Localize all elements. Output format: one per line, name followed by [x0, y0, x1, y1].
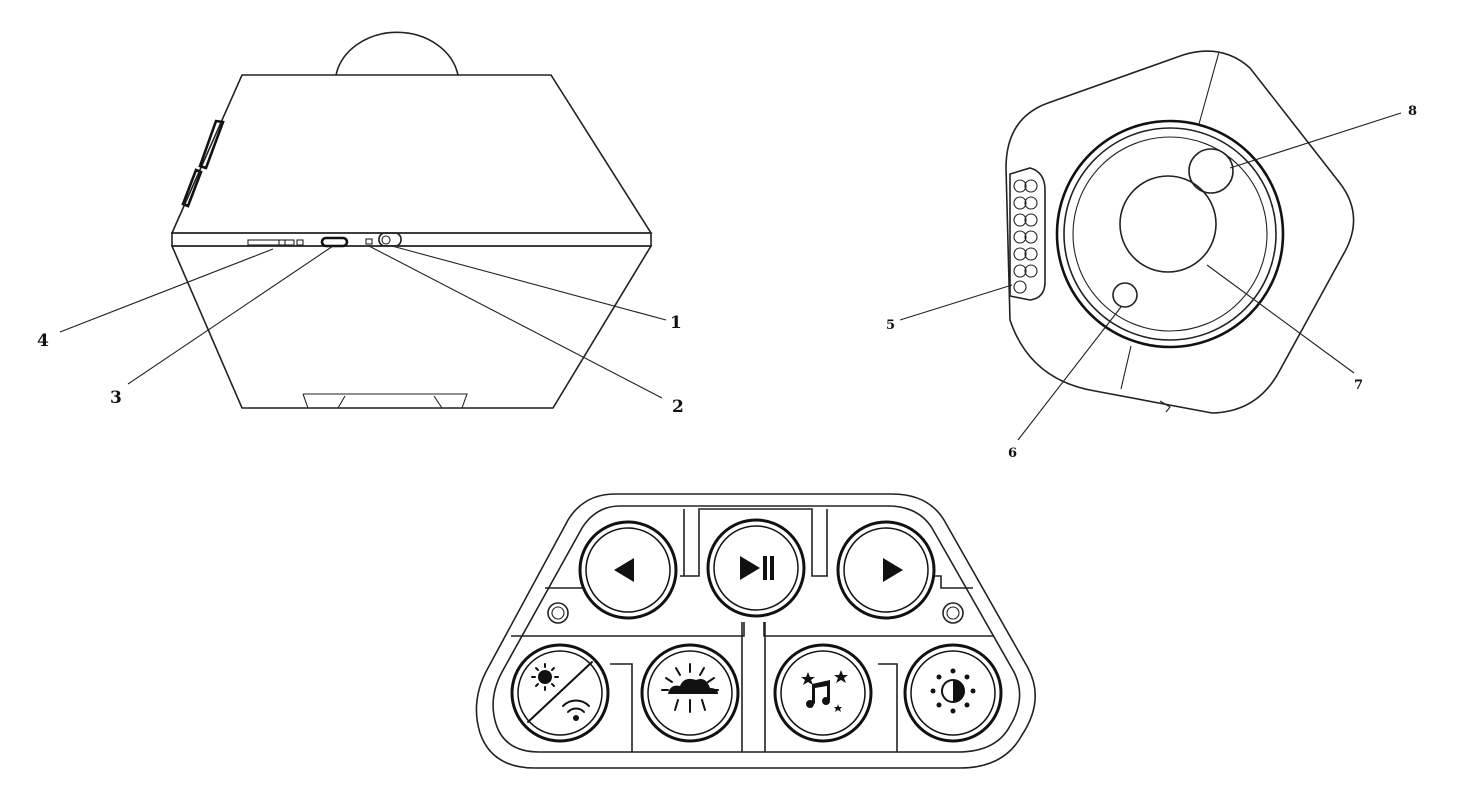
side-panel-buttons	[1013, 179, 1038, 294]
upper-body	[170, 74, 653, 234]
center-lens-7	[1119, 175, 1217, 273]
prev-button[interactable]	[578, 520, 678, 620]
panel-outer	[475, 493, 1037, 769]
base-foot	[302, 393, 468, 409]
port-3	[296, 239, 304, 246]
triangle-left-icon	[614, 558, 634, 582]
side-button-panel-5	[1009, 167, 1046, 301]
triangle-right-icon	[883, 558, 903, 582]
music-stars-button[interactable]	[773, 643, 873, 743]
next-button[interactable]	[836, 520, 936, 620]
side-buttons	[181, 119, 225, 208]
sunrise-cloud-icon	[661, 663, 719, 713]
side-view: 1 2 3 4	[37, 31, 684, 417]
leader-6	[1017, 306, 1122, 441]
indicator-6	[1112, 282, 1138, 308]
lens-ring-mid	[1063, 127, 1277, 341]
top-dome	[335, 31, 459, 76]
port-small	[365, 238, 373, 245]
sunrise-button[interactable]	[640, 643, 740, 743]
light-wifi-button[interactable]	[510, 643, 610, 743]
lens-ring-inner	[1072, 136, 1268, 332]
sensor-8	[1188, 148, 1234, 194]
lower-body	[170, 245, 653, 409]
brightness-button[interactable]	[903, 643, 1003, 743]
callout-7: 7	[1354, 378, 1363, 393]
leader-7	[1206, 264, 1355, 374]
callout-3: 3	[110, 388, 122, 408]
led-indicator-left	[547, 602, 569, 624]
callout-8: 8	[1408, 104, 1417, 119]
middle-band	[171, 232, 652, 247]
leader-4	[59, 248, 274, 333]
outer-housing	[1005, 50, 1355, 414]
leader-2	[368, 245, 663, 399]
port-slot-4	[247, 239, 295, 246]
leader-1	[391, 245, 667, 321]
panel-inner	[492, 505, 1021, 753]
music-stars-icon	[801, 670, 848, 712]
callout-4: 4	[37, 331, 49, 351]
leader-3	[127, 245, 334, 385]
usb-port-2	[320, 236, 349, 248]
callout-6: 6	[1008, 446, 1017, 461]
callout-1: 1	[670, 313, 682, 333]
play-pause-button[interactable]	[706, 518, 806, 618]
top-view: 8 7 6 5	[886, 50, 1417, 461]
control-panel	[475, 493, 1037, 769]
led-indicator-right	[942, 602, 964, 624]
callout-5: 5	[886, 318, 895, 333]
callout-2: 2	[672, 397, 684, 417]
sun-wifi-icon	[527, 661, 593, 723]
lens-ring-outer	[1055, 119, 1285, 349]
power-switch-1	[378, 232, 402, 247]
leader-8	[1229, 112, 1402, 169]
brightness-icon	[930, 668, 976, 714]
leader-5	[899, 284, 1013, 321]
play-pause-icon	[740, 556, 774, 580]
